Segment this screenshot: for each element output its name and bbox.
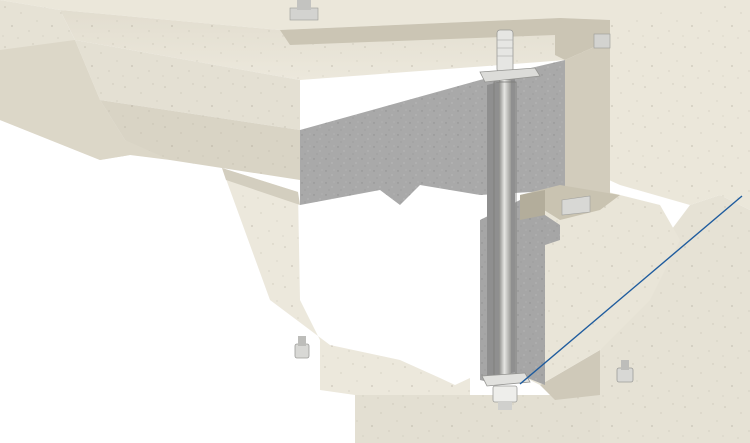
section-cut-faces [300,60,565,385]
right-bottom-bolt [616,360,634,383]
lower-column [355,395,600,443]
lower-corbel [222,168,750,443]
anchor-bolt [479,29,541,410]
upper-slab [0,0,750,210]
top-hidden-bolts [289,0,611,49]
callout-leader [519,195,743,385]
bearing-shim [520,185,620,220]
left-bottom-bolt [294,336,310,359]
